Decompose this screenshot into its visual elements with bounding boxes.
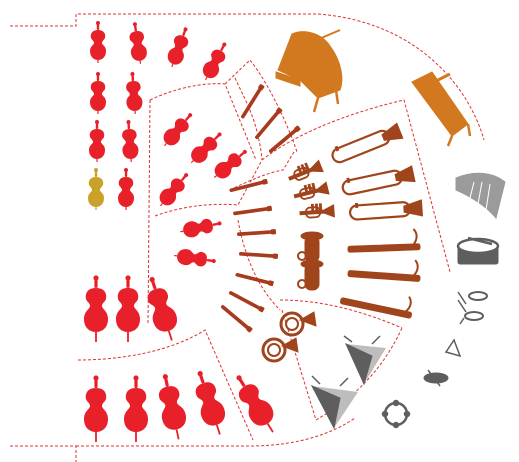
tuba-icon xyxy=(298,232,323,262)
timpani-icon xyxy=(344,336,386,384)
trumpets xyxy=(286,159,334,220)
triangle-icon xyxy=(446,340,460,356)
timpani-icon xyxy=(312,376,358,428)
french-horn-icon xyxy=(281,312,316,335)
viola-icon xyxy=(179,215,223,239)
trombone-icon xyxy=(330,122,403,165)
double-bass-icon xyxy=(188,367,231,438)
oboe-icon xyxy=(240,84,265,120)
violin-icon xyxy=(90,21,106,63)
trumpet-icon xyxy=(286,159,323,185)
clarinet-icon xyxy=(233,206,272,217)
grand-piano-icon xyxy=(276,30,342,112)
violin-icon xyxy=(127,21,149,65)
double-basses xyxy=(84,367,283,442)
french-horns xyxy=(263,312,316,361)
cello-icon xyxy=(140,273,183,344)
violas xyxy=(173,215,223,269)
trombone-icon xyxy=(341,165,415,197)
clarinet-icon xyxy=(237,229,276,237)
second-violins xyxy=(154,108,251,210)
concertmaster xyxy=(88,168,104,210)
violin-icon xyxy=(186,127,227,168)
violin-icon xyxy=(158,108,197,150)
cymbal-icon xyxy=(424,370,448,386)
trombones xyxy=(330,122,423,220)
violin-icon xyxy=(124,72,143,115)
clarinet-icon xyxy=(220,304,253,333)
double-bass-icon xyxy=(124,375,148,442)
flutes-clarinets xyxy=(220,179,278,333)
violin-icon xyxy=(198,39,232,84)
cello-icon xyxy=(116,275,140,342)
bassoons xyxy=(340,229,421,319)
oboe-icon xyxy=(254,107,283,140)
tuba-icon xyxy=(298,260,323,290)
viola-icon xyxy=(173,248,217,270)
bass-drum-icon xyxy=(458,238,498,264)
timpani xyxy=(312,336,386,428)
clarinet-icon xyxy=(228,290,265,313)
trumpet-icon xyxy=(293,180,329,202)
violin-icon xyxy=(154,168,193,210)
double-bass-icon xyxy=(84,375,108,442)
bassoon-icon xyxy=(348,256,421,282)
tubas xyxy=(298,232,323,290)
violin-icon xyxy=(118,168,134,210)
violin-icon xyxy=(89,120,105,162)
tambourine-icon xyxy=(383,401,409,427)
violin-icon xyxy=(164,25,193,70)
cello-icon xyxy=(84,275,108,342)
cellos xyxy=(84,273,183,344)
clarinet-icon xyxy=(239,251,278,259)
violin-icon xyxy=(88,168,104,210)
drum-kit-icon xyxy=(458,292,487,324)
violin-icon xyxy=(209,144,251,183)
harp-icon xyxy=(456,173,505,218)
first-violins xyxy=(89,21,232,210)
double-bass-icon xyxy=(153,372,190,442)
trombone-icon xyxy=(349,199,422,221)
clarinet-icon xyxy=(229,179,268,193)
harpsichord-icon xyxy=(412,72,470,146)
violin-icon xyxy=(120,120,139,163)
trumpet-icon xyxy=(299,203,334,219)
bassoon-icon xyxy=(340,283,415,319)
violin-icon xyxy=(90,72,106,114)
double-bass-icon xyxy=(227,369,283,438)
bassoon-icon xyxy=(347,229,420,252)
french-horn-icon xyxy=(263,338,298,361)
